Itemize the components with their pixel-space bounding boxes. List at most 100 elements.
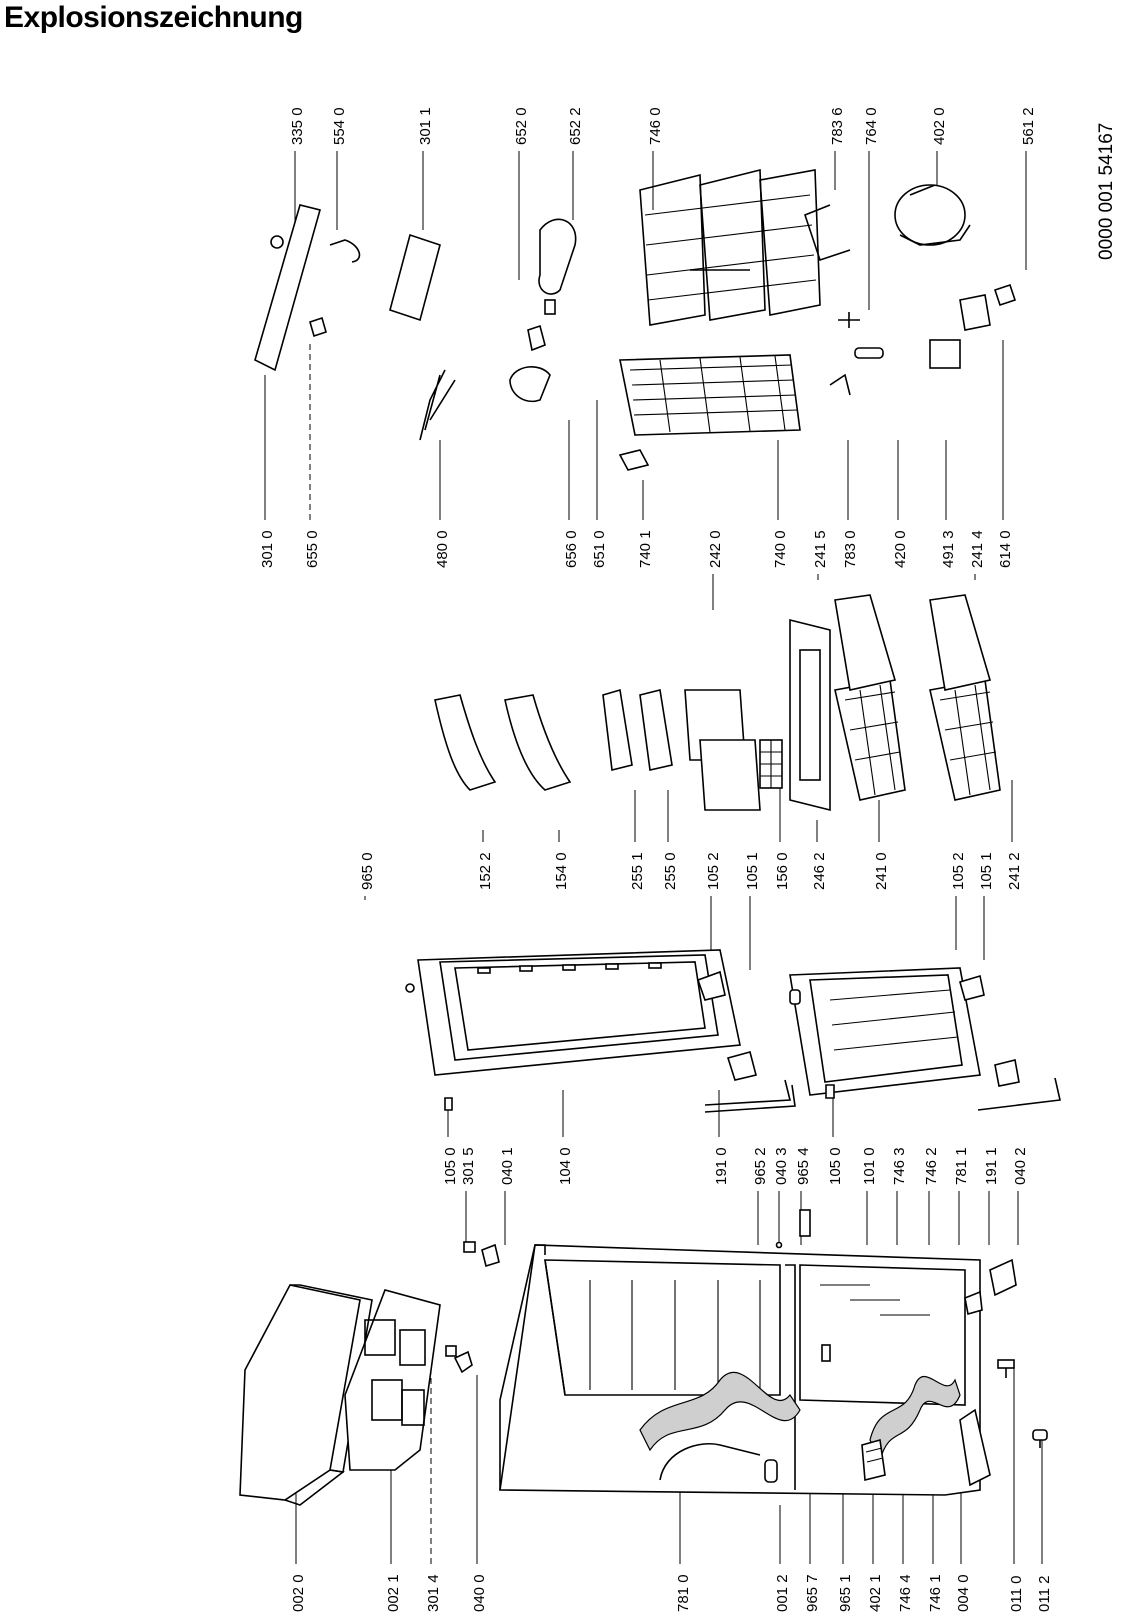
part-label: 740 1 xyxy=(637,530,654,568)
part-label: 783 0 xyxy=(842,530,859,568)
part-label: 554 0 xyxy=(331,107,348,145)
tube-7810 xyxy=(659,1443,761,1481)
part-label: 040 3 xyxy=(773,1147,790,1185)
top-frame xyxy=(344,1289,441,1471)
part-label: 105 2 xyxy=(705,852,722,890)
part-label: 420 0 xyxy=(892,530,909,568)
lamp-cover-6522 xyxy=(538,218,577,295)
part-label: 040 2 xyxy=(1012,1147,1029,1185)
pin-1050-lower xyxy=(825,1084,835,1099)
part-label: 152 2 xyxy=(477,852,494,890)
part-label: 001 2 xyxy=(774,1574,791,1612)
part-0012 xyxy=(764,1459,778,1483)
part-label: 191 1 xyxy=(983,1147,1000,1185)
part-label: 040 0 xyxy=(471,1574,488,1612)
part-label: 491 3 xyxy=(940,530,957,568)
tube-7830 xyxy=(829,373,851,396)
part-label: 652 0 xyxy=(513,107,530,145)
part-label: 746 4 xyxy=(897,1574,914,1612)
part-label: 241 4 xyxy=(969,530,986,568)
plate-3011 xyxy=(389,233,441,322)
part-0403 xyxy=(799,1209,811,1237)
base-0040 xyxy=(959,1408,991,1487)
part-label: 011 0 xyxy=(1008,1576,1025,1612)
basket-front-2414 xyxy=(929,594,992,691)
part-label: 614 0 xyxy=(997,530,1014,568)
part-label: 781 1 xyxy=(953,1147,970,1185)
parts-drawing xyxy=(239,168,1061,1506)
clip-3015 xyxy=(463,1241,476,1253)
hinge-1052-lower xyxy=(959,974,985,1001)
page-title: Explosionszeichnung xyxy=(4,1,303,34)
part-7811 xyxy=(964,1290,983,1316)
part-5612 xyxy=(993,283,1017,307)
part-label: 781 0 xyxy=(675,1574,692,1612)
part-label: 301 4 xyxy=(425,1574,442,1612)
door-shelf-1540 xyxy=(504,694,572,791)
cabinet-body xyxy=(499,1244,981,1496)
part-label: 105 2 xyxy=(950,852,967,890)
door-shelf-1522 xyxy=(434,694,497,791)
part-label: 965 7 xyxy=(804,1574,821,1612)
part-label: 040 1 xyxy=(499,1147,516,1185)
capacitor-4200 xyxy=(854,347,884,359)
part-label: 655 0 xyxy=(304,530,321,568)
hinge-1052-upper xyxy=(696,970,726,1001)
part-label: 480 0 xyxy=(434,530,451,568)
handle-lower xyxy=(789,989,801,1005)
part-label: 746 3 xyxy=(891,1147,908,1185)
part-label: 764 0 xyxy=(863,107,880,145)
screw-9650 xyxy=(405,983,415,993)
part-label: 002 1 xyxy=(385,1574,402,1612)
condenser-7400 xyxy=(619,354,801,436)
part-label: 402 1 xyxy=(867,1574,884,1612)
clip-3014 xyxy=(445,1345,457,1357)
part-label: 105 1 xyxy=(744,852,761,890)
upper-door xyxy=(417,949,741,1076)
top-cover-plate xyxy=(239,1284,373,1506)
part-label: 101 0 xyxy=(861,1147,878,1185)
part-label: 154 0 xyxy=(553,852,570,890)
part-label: 651 0 xyxy=(591,530,608,568)
part-label: 656 0 xyxy=(563,530,580,568)
foot-0110 xyxy=(997,1359,1015,1378)
knob-3350 xyxy=(270,235,284,249)
part-label: 335 0 xyxy=(289,107,306,145)
grid-1560 xyxy=(759,739,783,789)
screw-9652 xyxy=(775,1241,783,1249)
hinge-1051-lower xyxy=(994,1059,1020,1087)
compressor-4020 xyxy=(894,184,971,246)
hinge-0402 xyxy=(989,1258,1017,1297)
part-label: 105 1 xyxy=(978,852,995,890)
lower-door xyxy=(789,967,981,1096)
box-4913 xyxy=(929,339,961,369)
fitting-7401 xyxy=(618,449,650,471)
part-label: 004 0 xyxy=(955,1574,972,1612)
part-label: 242 0 xyxy=(707,530,724,568)
tube-7836 xyxy=(804,204,851,262)
part-label: 241 5 xyxy=(812,530,829,568)
part-label: 105 0 xyxy=(827,1147,844,1185)
part-label: 246 2 xyxy=(811,852,828,890)
part-label: 002 0 xyxy=(290,1574,307,1612)
freezer-shelf-2462 xyxy=(789,618,831,812)
wiring-4800 xyxy=(419,369,456,441)
part-label: 156 0 xyxy=(774,852,791,890)
part-label: 191 0 xyxy=(713,1147,730,1185)
part-label: 301 1 xyxy=(417,107,434,145)
part-label: 783 6 xyxy=(829,107,846,145)
door-seal-1911 xyxy=(977,1077,1061,1111)
hinge-1051-upper xyxy=(726,1051,757,1081)
part-9651 xyxy=(821,1344,831,1362)
pin-1050 xyxy=(444,1097,453,1111)
part-label: 105 0 xyxy=(442,1147,459,1185)
diffuser-6560 xyxy=(509,366,551,402)
basket-2410 xyxy=(834,679,906,801)
part-label: 746 1 xyxy=(927,1574,944,1612)
crisper-box-bottom xyxy=(699,739,761,811)
document-number: 0000 001 54167 xyxy=(1096,123,1117,260)
lamp-6510 xyxy=(527,324,546,352)
part-label: 255 1 xyxy=(629,852,646,890)
part-label: 301 5 xyxy=(460,1147,477,1185)
